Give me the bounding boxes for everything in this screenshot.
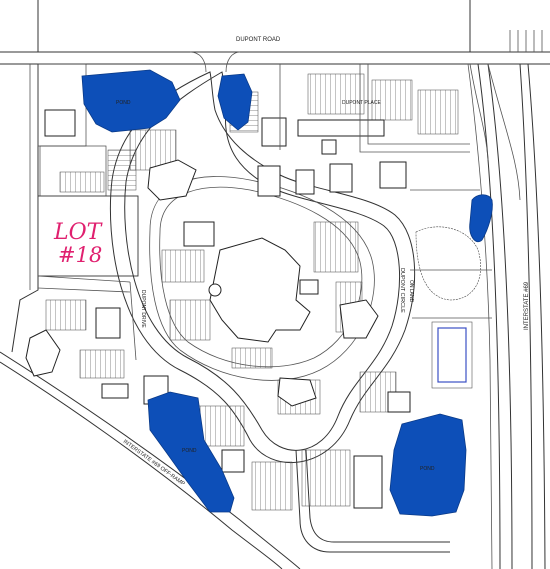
- pond-northwest-label: POND: [116, 100, 131, 106]
- pond-north-small: [217, 73, 253, 131]
- pond-southwest: [147, 391, 235, 513]
- building-rotunda: [208, 283, 222, 297]
- interstate-69: [469, 63, 546, 569]
- west-connector: [37, 275, 137, 361]
- lot-18-label-line2: #18: [58, 243, 102, 267]
- west-boundary: [11, 64, 39, 353]
- northeast-roads: [279, 64, 492, 319]
- south-entrance-road: [295, 449, 450, 553]
- athletic-field-surround: [431, 321, 473, 389]
- pond-east-small: [469, 194, 493, 243]
- dupont-road-label: DUPONT ROAD: [236, 37, 281, 43]
- dupont-place-label: DUPONT PLACE: [342, 100, 381, 106]
- pond-southeast-label: POND: [420, 466, 435, 472]
- campus-buildings: [25, 117, 411, 509]
- west-parcels: [37, 63, 137, 197]
- pond-southwest-label: POND: [182, 448, 197, 454]
- dupont-road: [0, 0, 550, 65]
- interstate-label: INTERSTATE #69: [524, 281, 530, 330]
- pond-southeast: [389, 413, 467, 517]
- east-open-space: [415, 226, 481, 301]
- dupont-circle-dir-label: ON LAND: [408, 280, 414, 303]
- athletic-field: [437, 327, 467, 383]
- lot-18-parcel: [37, 195, 139, 277]
- pond-northwest: [81, 69, 181, 133]
- main-building: [209, 237, 311, 343]
- dupont-drive-label: DUPONT DRIVE: [140, 290, 146, 328]
- building-annex: [299, 279, 319, 295]
- dupont-circle-label: DUPONT CIRCLE: [399, 268, 405, 313]
- east-boundary: [467, 63, 493, 569]
- lot-18-label-line1: LOT: [53, 220, 104, 245]
